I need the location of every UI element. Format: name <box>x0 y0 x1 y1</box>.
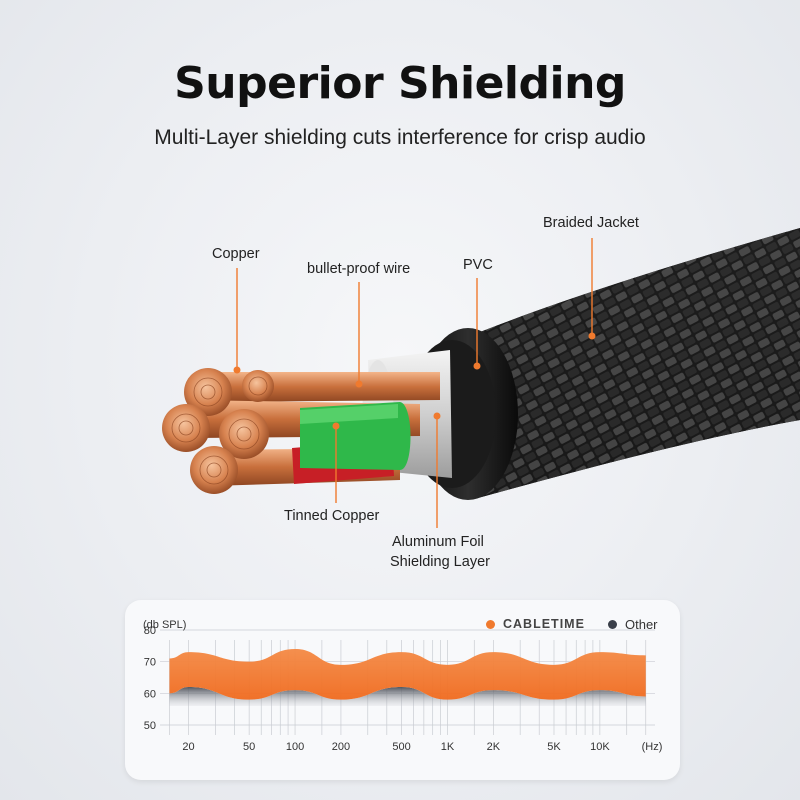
callout-braided-jacket: Braided Jacket <box>543 215 639 231</box>
legend-cabletime-label: CABLETIME <box>503 617 585 631</box>
x-tick-label: 20 <box>182 741 194 753</box>
callout-foil-line2: Shielding Layer <box>390 554 490 570</box>
y-tick-label: 50 <box>144 720 156 732</box>
y-tick-label: 60 <box>144 688 156 700</box>
x-tick-label: 50 <box>243 741 255 753</box>
x-tick-label: 200 <box>332 741 350 753</box>
callout-foil-line1: Aluminum Foil <box>392 534 484 550</box>
x-tick-label: 5K <box>547 741 561 753</box>
cabletime-dot-icon <box>486 619 495 629</box>
x-tick-label: 1K <box>441 741 455 753</box>
legend-other: Other <box>608 617 658 632</box>
page-title: Superior Shielding <box>174 58 626 109</box>
legend-other-label: Other <box>625 617 658 632</box>
callout-pvc: PVC <box>463 257 493 273</box>
y-tick-label: 80 <box>144 625 156 637</box>
callout-copper: Copper <box>212 246 260 262</box>
x-tick-label: 100 <box>286 741 304 753</box>
page-subtitle: Multi-Layer shielding cuts interference … <box>154 126 646 149</box>
x-tick-label: 500 <box>392 741 410 753</box>
x-axis-unit: (Hz) <box>642 741 663 753</box>
x-tick-label: 10K <box>590 741 610 753</box>
series-other-area <box>169 687 646 706</box>
y-tick-label: 70 <box>144 657 156 669</box>
other-dot-icon <box>608 620 617 629</box>
legend-cabletime: CABLETIME <box>486 617 585 631</box>
series-cabletime-area <box>169 649 646 700</box>
x-tick-label: 2K <box>487 741 501 753</box>
y-axis-label: (db SPL) <box>143 619 186 631</box>
callout-bulletproof-wire: bullet-proof wire <box>307 261 411 277</box>
callout-tinned-copper: Tinned Copper <box>284 508 380 524</box>
